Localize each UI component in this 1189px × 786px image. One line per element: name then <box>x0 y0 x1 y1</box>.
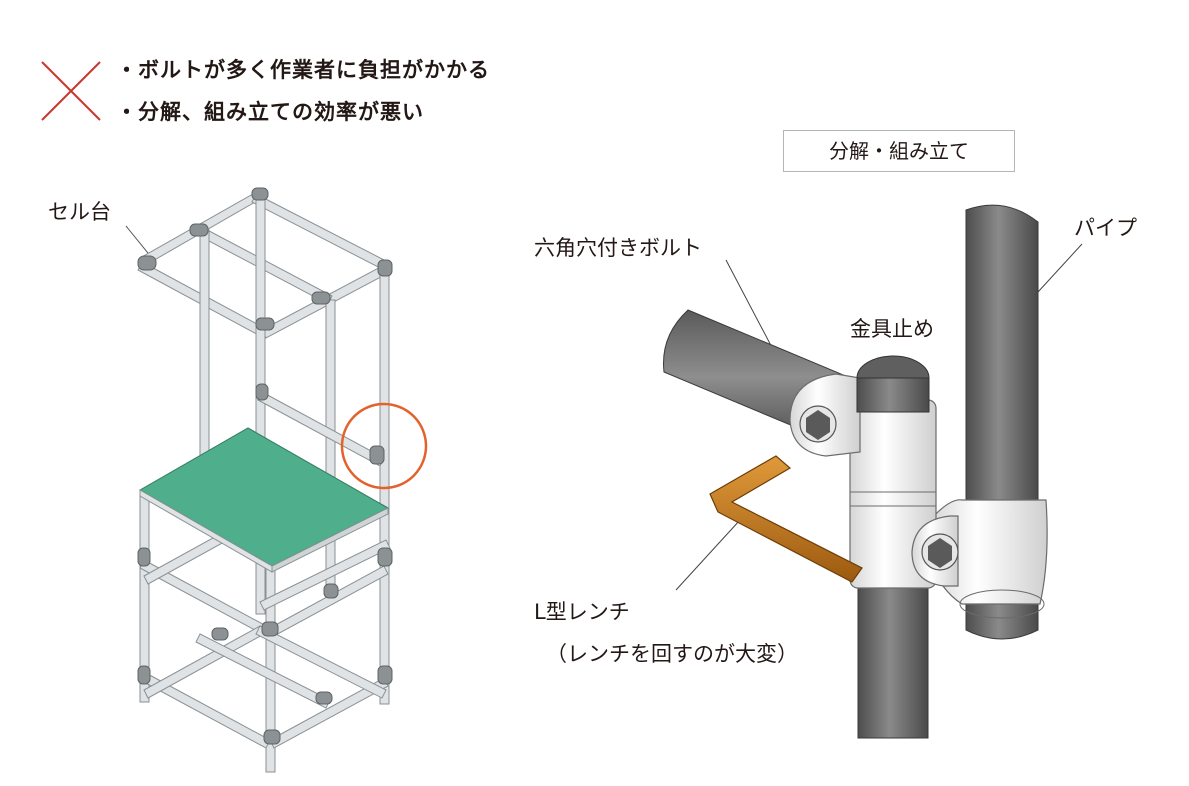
pipe-label: パイプ <box>1074 216 1137 240</box>
l-wrench-icon <box>709 455 863 583</box>
joint <box>255 317 275 331</box>
highlight-circle <box>340 402 428 490</box>
joint <box>377 259 393 277</box>
clamp-label: 金具止め <box>850 317 934 341</box>
joint <box>137 547 151 567</box>
bolt-label: 六角穴付きボルト <box>534 236 702 260</box>
cell-table-leader <box>125 225 153 259</box>
joint <box>251 187 269 201</box>
side-clamp-ring <box>959 589 1045 619</box>
hex-bolt-lower <box>921 533 959 571</box>
frame-pipe <box>259 539 391 611</box>
shelf-edge <box>271 507 389 573</box>
joint <box>261 621 279 637</box>
disassembly-box: 分解・組み立て <box>783 130 1015 172</box>
joint <box>137 255 157 271</box>
frame-pipe <box>195 633 331 709</box>
joint <box>323 583 339 599</box>
joint <box>189 223 209 237</box>
wrench-note: （レンチを回すのが大変） <box>546 642 798 666</box>
wrench-label: L型レンチ <box>534 600 630 624</box>
joint <box>369 445 385 465</box>
frame-pipe <box>255 625 387 699</box>
joint <box>211 627 229 641</box>
joint <box>263 729 281 745</box>
joint <box>377 547 393 567</box>
joint <box>311 291 331 305</box>
pipe-leader <box>1037 243 1083 293</box>
joint <box>315 691 333 705</box>
joint <box>255 383 269 401</box>
hex-bolt-upper <box>799 405 837 443</box>
cell-table-label: セル台 <box>48 200 111 224</box>
joint <box>377 665 393 685</box>
note-2: ・分解、組み立ての効率が悪い <box>116 100 424 124</box>
center-pipe <box>857 567 929 739</box>
joint <box>137 665 151 685</box>
note-1: ・ボルトが多く作業者に負担がかかる <box>116 58 490 82</box>
frame-pipe <box>269 677 389 749</box>
wrench-leader <box>675 519 741 591</box>
